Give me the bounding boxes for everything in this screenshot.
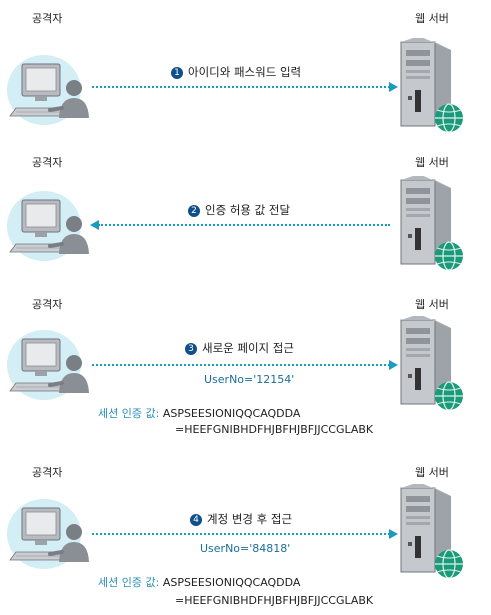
server-label: 웹 서버 [415, 298, 449, 311]
attacker-label: 공격자 [32, 298, 63, 311]
step-label: 1 아이디와 패스워드 입력 [171, 64, 301, 80]
step-number-badge: 1 [171, 67, 183, 79]
arrow-line [92, 364, 390, 366]
arrow-line [92, 86, 390, 88]
attacker-label: 공격자 [32, 156, 63, 169]
web-server-icon [393, 484, 473, 582]
arrow-head-right [389, 82, 398, 92]
server-label: 웹 서버 [415, 466, 449, 479]
arrow-head-right [389, 529, 398, 539]
arrow-line [98, 224, 390, 226]
arrow-head-right [389, 360, 398, 370]
web-server-icon [393, 38, 473, 136]
arrow-head-left [90, 220, 99, 230]
step-number-badge: 4 [190, 514, 202, 526]
user-no-value: UserNo='12154' [204, 373, 295, 386]
attacker-label: 공격자 [32, 466, 63, 479]
step-number-badge: 3 [185, 343, 197, 355]
user-no-value: UserNo='84818' [200, 542, 291, 555]
session-line-2: =HEEFGNIBHDFHJBFHJBFJJCCGLABK [175, 594, 374, 607]
web-server-icon [393, 316, 473, 414]
step-text: 계정 변경 후 접근 [207, 512, 293, 526]
session-line-2: =HEEFGNIBHDFHJBFHJBFJJCCGLABK [175, 423, 374, 436]
session-line-1: ASPSEESIONIQQCAQDDA [162, 576, 301, 589]
session-line-1: ASPSEESIONIQQCAQDDA [162, 407, 301, 420]
session-label: 세션 인증 값: [98, 576, 160, 589]
session-label: 세션 인증 값: [98, 407, 160, 420]
attacker-label: 공격자 [32, 12, 63, 25]
step-text: 아이디와 패스워드 입력 [188, 65, 302, 79]
step-label: 4 계정 변경 후 접근 [190, 511, 292, 527]
step-label: 2 인증 허용 값 전달 [188, 202, 290, 218]
web-server-icon [393, 176, 473, 274]
step-label: 3 새로운 페이지 접근 [185, 340, 294, 356]
session-value: 세션 인증 값: ASPSEESIONIQQCAQDDA [98, 574, 300, 590]
arrow-line [92, 533, 390, 535]
step-text: 새로운 페이지 접근 [202, 341, 294, 355]
server-label: 웹 서버 [415, 156, 449, 169]
computer-user-icon [2, 52, 112, 127]
session-value: 세션 인증 값: ASPSEESIONIQQCAQDDA [98, 405, 300, 421]
server-label: 웹 서버 [415, 12, 449, 25]
step-text: 인증 허용 값 전달 [205, 203, 291, 217]
step-number-badge: 2 [188, 205, 200, 217]
